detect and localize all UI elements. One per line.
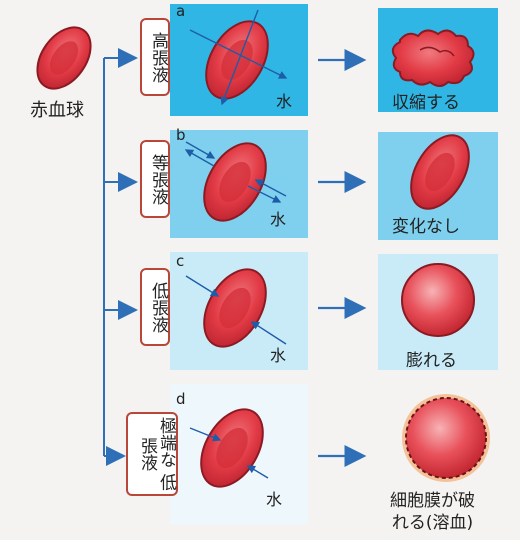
rbc-label: 赤血球 <box>30 100 84 121</box>
water-label-c: 水 <box>270 346 287 365</box>
result-text-a: 収縮する <box>392 93 460 113</box>
result-cell-shrunken <box>391 29 475 87</box>
water-label-b: 水 <box>270 210 287 229</box>
cell-c <box>203 268 267 348</box>
row-letter-c: c <box>176 252 185 270</box>
result-text-c: 膨れる <box>406 351 457 371</box>
water-label-a: 水 <box>276 92 293 111</box>
row-letter-b: b <box>176 126 186 144</box>
result-text-d: 細胞膜が破 れる(溶血) <box>390 491 475 533</box>
cell-b <box>203 142 267 222</box>
result-cell-swollen <box>401 263 475 337</box>
water-label-d: 水 <box>266 490 283 509</box>
water-arrows-d <box>189 427 269 479</box>
row-letter-a: a <box>176 2 186 20</box>
cell-d <box>200 408 264 488</box>
water-arrows-a <box>189 9 288 106</box>
solution-label-c: 低張液 <box>140 268 170 346</box>
result-cell-hemolysis <box>402 394 490 482</box>
solution-label-d: 極端な 低張液 <box>126 412 178 496</box>
branch-lines <box>103 48 138 466</box>
result-cell-unchanged <box>410 134 470 210</box>
rbc-original-cell <box>36 26 92 90</box>
water-arrows-b <box>184 141 287 203</box>
solution-label-b: 等張液 <box>140 140 170 218</box>
result-text-b: 変化なし <box>392 217 460 237</box>
row-letter-d: d <box>176 390 186 408</box>
cell-a <box>205 20 269 100</box>
result-arrows <box>318 49 367 467</box>
solution-label-a: 高張液 <box>140 18 170 96</box>
water-arrows-c <box>185 275 287 345</box>
